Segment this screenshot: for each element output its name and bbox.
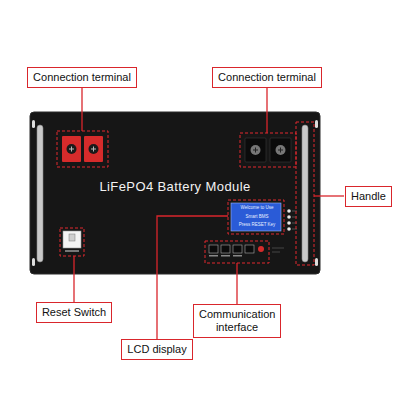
callout-box: Handle (345, 186, 392, 207)
module-panel (30, 112, 320, 274)
callout-label: LCD display (127, 343, 186, 356)
callout-label: Reset Switch (42, 306, 106, 319)
callout-label: Handle (351, 190, 386, 203)
lcd-screen (231, 203, 281, 231)
callout-box: LCD display (121, 339, 192, 360)
callout-label: Communication interface (199, 308, 275, 334)
module-panel: LiFePO4 Battery Module (30, 112, 320, 274)
callout-label: Connection terminal (218, 71, 316, 84)
callout-label: Connection terminal (33, 71, 131, 84)
lcd-text: Welcome to Use (233, 205, 281, 211)
lcd-text: Smart BMS (233, 214, 281, 220)
handle (302, 125, 308, 262)
panel-title: LiFePO4 Battery Module (30, 179, 320, 194)
lcd-text: Press RESET Key (233, 222, 281, 228)
reset-switch (63, 231, 81, 248)
handle (37, 125, 43, 262)
callout-box: Connection terminal (27, 67, 137, 88)
callout-box: Reset Switch (36, 302, 112, 323)
comm-ports (209, 245, 264, 257)
leader-lines (74, 88, 344, 339)
callout-box: Communication interface (193, 304, 281, 338)
callout-box: Connection terminal (212, 67, 322, 88)
